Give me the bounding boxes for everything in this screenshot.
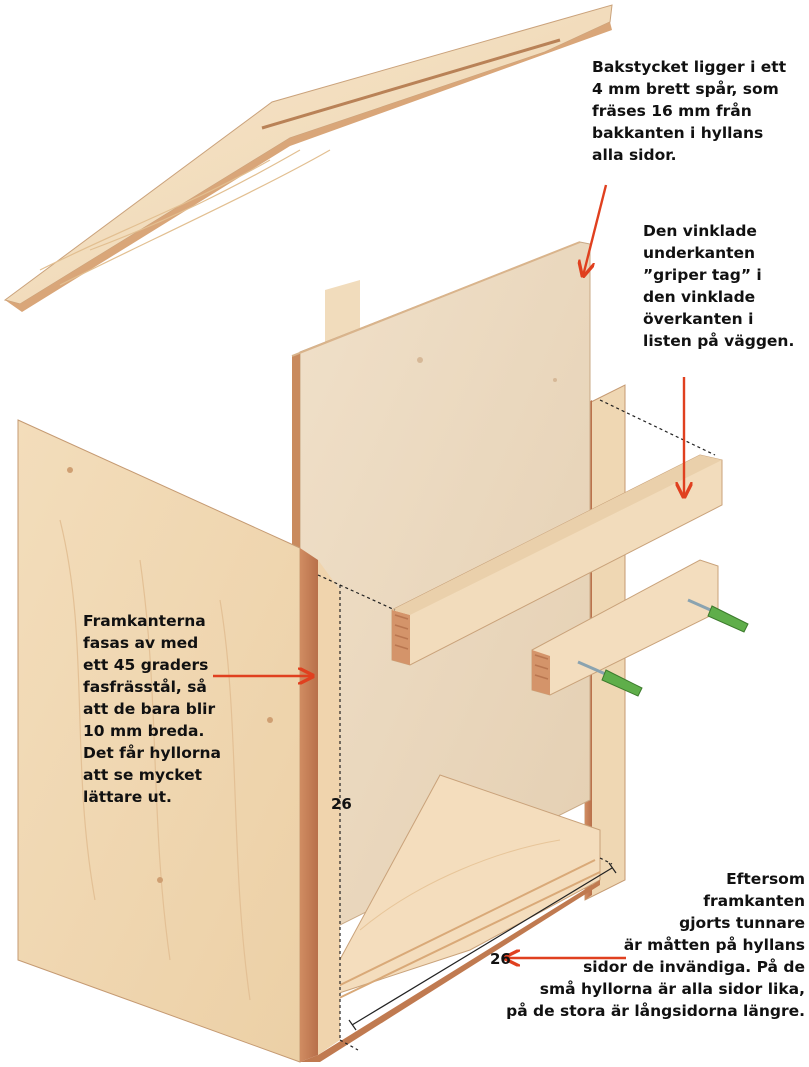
bottom-panel <box>316 774 601 1001</box>
depth-dimension-line <box>348 862 617 1031</box>
annotation-angled-edge: Den vinklade underkanten ”griper tag” i … <box>643 222 795 350</box>
annotation-inner-measurements: Eftersom framkanten gjorts tunnare är må… <box>506 870 805 1020</box>
depth-dimension-label: 26 <box>490 950 511 968</box>
wall-plug-lower <box>577 660 643 697</box>
annotation-arrows <box>213 184 684 958</box>
annotation-back-panel-groove: Bakstycket ligger i ett 4 mm brett spår,… <box>592 58 787 164</box>
arrow-back-panel <box>583 184 608 276</box>
shelf-batten <box>391 454 723 666</box>
left-side-panel <box>17 419 600 1063</box>
height-dimension-label: 26 <box>331 795 352 813</box>
guide-lines <box>317 399 716 1051</box>
wall-plug-upper <box>687 598 749 633</box>
top-panel <box>3 4 613 312</box>
annotation-front-edges: Framkanterna fasas av med ett 45 graders… <box>83 612 221 806</box>
